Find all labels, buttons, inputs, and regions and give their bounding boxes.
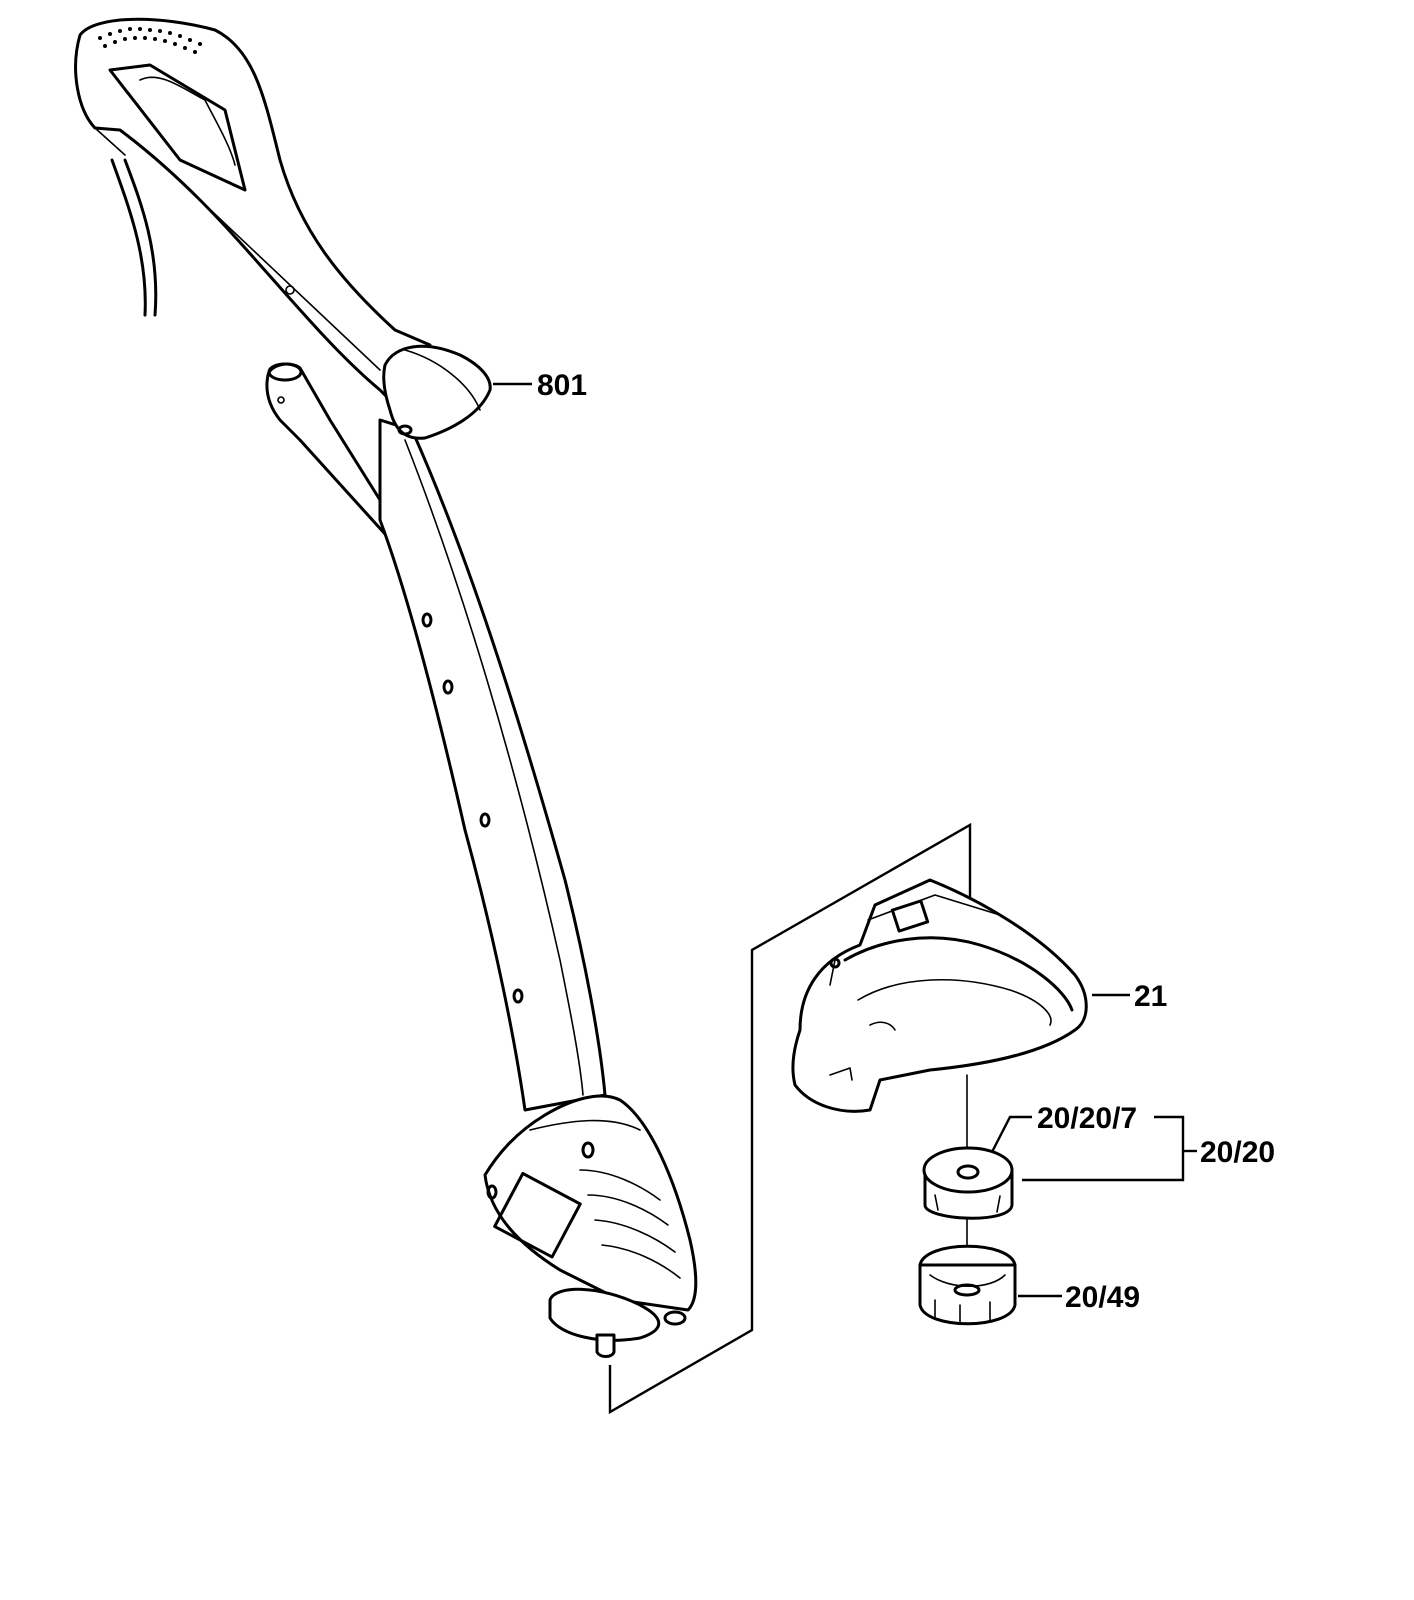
shaft — [378, 418, 607, 1112]
guard-21 — [791, 878, 1088, 1113]
trigger-window — [108, 63, 247, 192]
handle-cap-801 — [382, 344, 492, 440]
vent-dots — [98, 27, 202, 54]
part-label-801: 801 — [537, 369, 587, 402]
spindle-base — [548, 1287, 661, 1342]
spool-20-20-7 — [922, 1146, 1014, 1220]
part-label-21: 21 — [1134, 980, 1167, 1013]
part-label-20-20: 20/20 — [1200, 1136, 1275, 1169]
motor-head — [483, 1094, 698, 1312]
trimmer-body — [74, 17, 698, 1358]
upper-handle — [74, 17, 432, 422]
shaft-holes — [421, 612, 524, 1004]
label-plate — [493, 1171, 582, 1259]
callout-leaders — [493, 382, 1197, 1298]
spool-cover-20-49 — [918, 1244, 1017, 1326]
part-label-20-49: 20/49 — [1065, 1281, 1140, 1314]
power-cord — [123, 158, 158, 317]
vent-slots — [579, 1169, 681, 1279]
part-label-20-20-7: 20/20/7 — [1037, 1102, 1137, 1135]
